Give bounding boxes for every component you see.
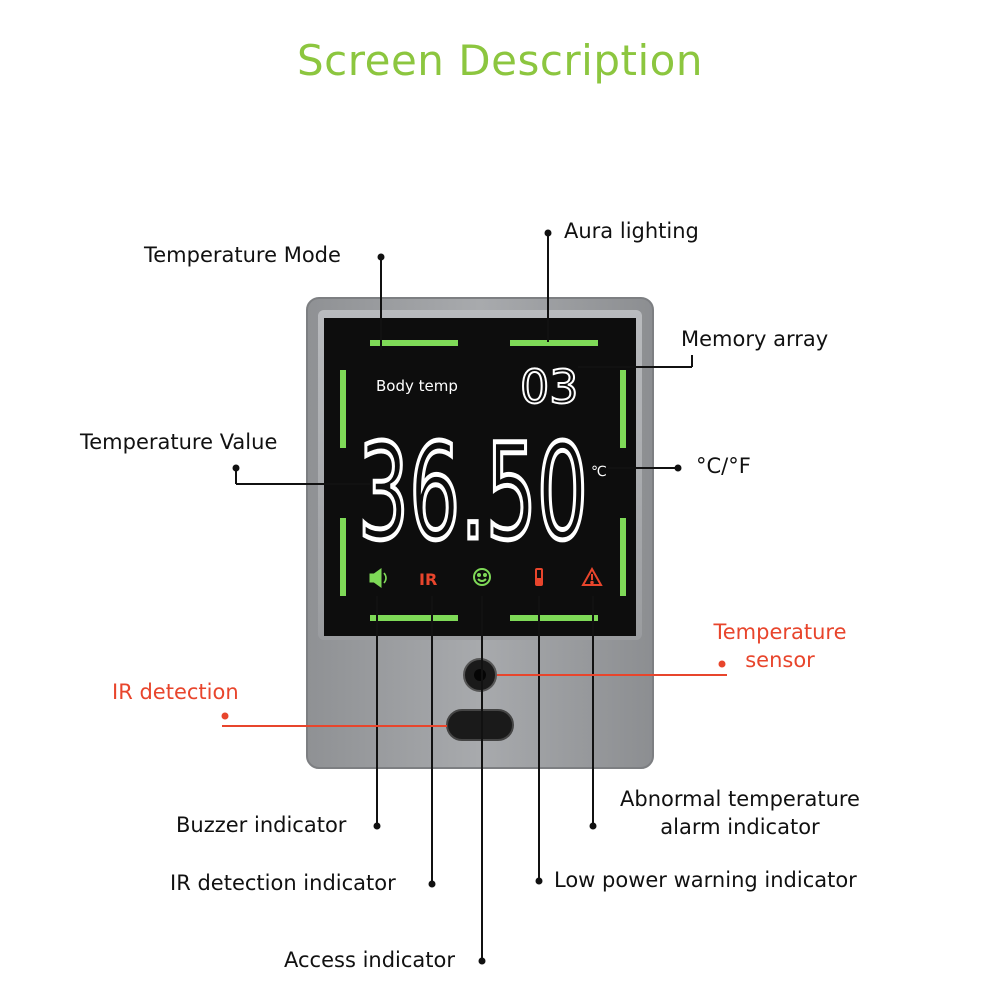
aura-bar-bottom-left — [370, 615, 458, 621]
ir-detection-window — [446, 709, 514, 741]
screen-unit: ℃ — [591, 464, 607, 480]
label-temperature-sensor-1: Temperature — [713, 620, 847, 644]
diagram-title: Screen Description — [297, 36, 703, 85]
label-access-indicator: Access indicator — [284, 948, 456, 972]
label-memory-array: Memory array — [681, 327, 829, 351]
label-unit: °C/°F — [696, 454, 751, 478]
aura-bar-top-left — [370, 340, 458, 346]
label-dots-red — [221, 660, 726, 720]
label-temperature-sensor-2: sensor — [745, 648, 815, 672]
aura-bar-right-lower — [620, 518, 626, 596]
label-abnormal-2: alarm indicator — [660, 815, 820, 839]
label-temperature-value: Temperature Value — [80, 430, 278, 454]
leader-lines — [235, 233, 693, 961]
aura-bar-bottom-right — [510, 615, 598, 621]
leader-lines-red — [222, 674, 727, 727]
label-ir-detection: IR detection — [112, 680, 239, 704]
aura-bar-left-lower — [340, 518, 346, 596]
screen-mode-text: Body temp — [376, 377, 458, 395]
low-battery-icon — [535, 568, 543, 586]
smiley-icon — [473, 568, 491, 586]
ir-icon: IR — [419, 570, 437, 589]
aura-bar-left-upper — [340, 370, 346, 448]
label-dots — [232, 229, 682, 965]
aura-bar-top-right — [510, 340, 598, 346]
screen-memory-digits: 03 — [520, 360, 579, 414]
speaker-icon — [369, 568, 387, 588]
label-buzzer-indicator: Buzzer indicator — [176, 813, 347, 837]
label-temperature-mode: Temperature Mode — [144, 243, 341, 267]
aura-lighting — [340, 340, 626, 621]
screen-temperature: 36.50 — [358, 416, 588, 570]
label-ir-detection-indicator: IR detection indicator — [170, 871, 396, 895]
aura-bar-right-upper — [620, 370, 626, 448]
label-abnormal-1: Abnormal temperature — [620, 787, 860, 811]
label-low-power: Low power warning indicator — [554, 868, 857, 892]
warning-icon — [581, 566, 603, 586]
label-aura-lighting: Aura lighting — [564, 219, 699, 243]
